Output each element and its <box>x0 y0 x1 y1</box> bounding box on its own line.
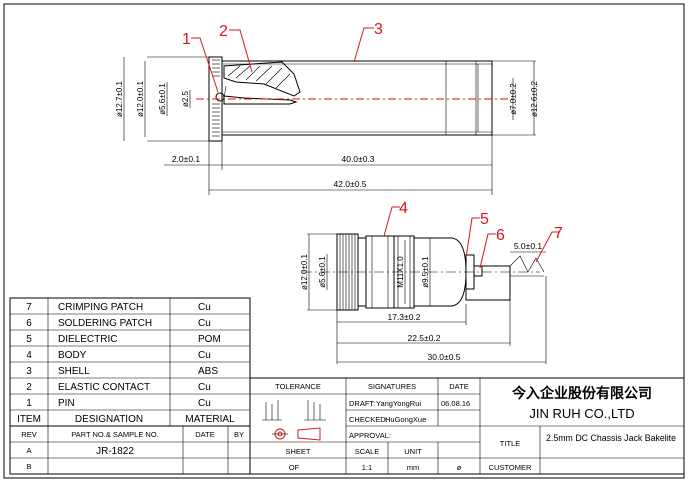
draft-name: YangYongRui <box>376 399 421 408</box>
rev-a-part: JR-1822 <box>96 446 134 457</box>
dim-top-d12-7: ø12.7±0.1 <box>115 80 124 117</box>
rev-b: B <box>26 462 31 471</box>
bom-item: 5 <box>26 334 32 345</box>
bom-designation: BODY <box>58 350 87 361</box>
dim-side-d9-5: ø9.5±0.1 <box>421 256 430 288</box>
bom-item: 2 <box>26 382 32 393</box>
dim-top-d12-6: ø12.6±0.2 <box>530 80 539 117</box>
title-block: TOLERANCE SIGNATURES DATE DRAFT: YangYon… <box>249 377 685 475</box>
bom-material: Cu <box>198 318 211 329</box>
bom-material: Cu <box>198 382 211 393</box>
dim-side-len-22: 22.5±0.2 <box>407 333 440 343</box>
bom-header-designation: DESIGNATION <box>75 414 143 425</box>
bom-item: 4 <box>26 350 32 361</box>
bom-item: 1 <box>26 398 32 409</box>
top-contact-section <box>215 61 301 105</box>
dim-side-thread: M11X1.0 <box>396 256 405 288</box>
callout-5: 5 <box>480 211 489 228</box>
side-callouts: 4 5 6 7 <box>383 200 563 269</box>
tolerance-label: TOLERANCE <box>275 382 321 391</box>
bom-designation: SHELL <box>58 366 90 377</box>
bom-material: ABS <box>198 366 218 377</box>
dim-side-d5-6: ø5.6±0.1 <box>318 256 327 288</box>
title-text: 2.5mm DC Chassis Jack Bakelite <box>546 433 676 443</box>
bom-material: Cu <box>198 398 211 409</box>
rev-header-date: DATE <box>195 430 214 439</box>
date-label: DATE <box>449 382 468 391</box>
bom-designation: PIN <box>58 398 75 409</box>
dim-top-len-42: 42.0±0.5 <box>333 179 366 189</box>
rev-header-by: BY <box>234 430 244 439</box>
side-view-drawing: ø12.0±0.1 ø5.6±0.1 M11X1.0 ø9.5±0.1 5.0±… <box>300 233 547 364</box>
approval-label: APPROVAL: <box>349 431 391 440</box>
top-shell-body <box>221 60 493 136</box>
callout-2: 2 <box>219 23 228 40</box>
title-label: TITLE <box>500 439 520 448</box>
draft-label: DRAFT: <box>349 399 375 408</box>
scale-label: SCALE <box>355 447 380 456</box>
sheet-label: SHEET <box>285 447 310 456</box>
pin-hole <box>215 92 225 102</box>
bom-material: POM <box>198 334 221 345</box>
callout-4: 4 <box>399 200 408 217</box>
bom-designation: DIELECTRIC <box>58 334 117 345</box>
bom-designation: SOLDERING PATCH <box>58 318 152 329</box>
customer-label: CUSTOMER <box>489 463 532 472</box>
dim-top-len-2: 2.0±0.1 <box>172 154 201 164</box>
projection-phi: ø <box>457 463 462 472</box>
callout-1: 1 <box>182 31 191 48</box>
checked-name: HuGongXue <box>385 415 426 424</box>
company-name-cn: 今入企业股份有限公司 <box>511 385 652 401</box>
sheet-border <box>3 3 685 479</box>
sheet-of: OF <box>289 463 300 472</box>
tolerance-table-icon <box>262 400 326 421</box>
bom-material: Cu <box>198 302 211 313</box>
unit-value: mm <box>407 463 420 472</box>
dim-top-d5-6: ø5.6±0.1 <box>158 83 167 115</box>
bom-table: 7 CRIMPING PATCH Cu 6 SOLDERING PATCH Cu… <box>9 297 251 427</box>
callout-3: 3 <box>374 21 383 38</box>
dim-top-len-40: 40.0±0.3 <box>341 154 374 164</box>
bom-material: Cu <box>198 350 211 361</box>
rev-header-rev: REV <box>21 430 36 439</box>
dim-side-len-5: 5.0±0.1 <box>514 241 543 251</box>
signatures-label: SIGNATURES <box>368 382 416 391</box>
callout-6: 6 <box>496 227 505 244</box>
callout-7: 7 <box>554 225 563 242</box>
dim-top-d12-0: ø12.0±0.1 <box>136 80 145 117</box>
bom-designation: CRIMPING PATCH <box>58 302 143 313</box>
dim-top-d7-0: ø7.0±0.2 <box>509 83 518 115</box>
bom-designation: ELASTIC CONTACT <box>58 382 150 393</box>
bom-item: 6 <box>26 318 32 329</box>
unit-label: UNIT <box>404 447 422 456</box>
scale-value: 1:1 <box>362 463 372 472</box>
projection-symbol-icon <box>272 427 321 441</box>
dim-side-len-30: 30.0±0.5 <box>427 352 460 362</box>
bom-header-item: ITEM <box>17 414 41 425</box>
dim-top-d2-5: ø2.5 <box>181 90 190 107</box>
top-callouts: 1 2 3 <box>182 21 383 93</box>
draft-date: 06.08.16 <box>441 399 470 408</box>
rev-header-part: PART NO.& SAMPLE NO. <box>71 430 159 439</box>
bom-item: 3 <box>26 366 32 377</box>
checked-label: CHECKED: <box>349 415 388 424</box>
bom-header-material: MATERIAL <box>185 414 235 425</box>
rev-a: A <box>26 446 31 455</box>
flange-knurl <box>212 59 220 137</box>
dim-side-d12-0: ø12.0±0.1 <box>300 253 309 290</box>
dim-side-len-17: 17.3±0.2 <box>387 312 420 322</box>
bom-item: 7 <box>26 302 32 313</box>
top-view-drawing: ø12.7±0.1 ø12.0±0.1 ø5.6±0.1 ø2.5 ø7.0±0… <box>115 56 539 195</box>
revision-table: REV PART NO.& SAMPLE NO. DATE BY A JR-18… <box>9 425 251 475</box>
company-name-en: JIN RUH CO.,LTD <box>529 406 634 421</box>
